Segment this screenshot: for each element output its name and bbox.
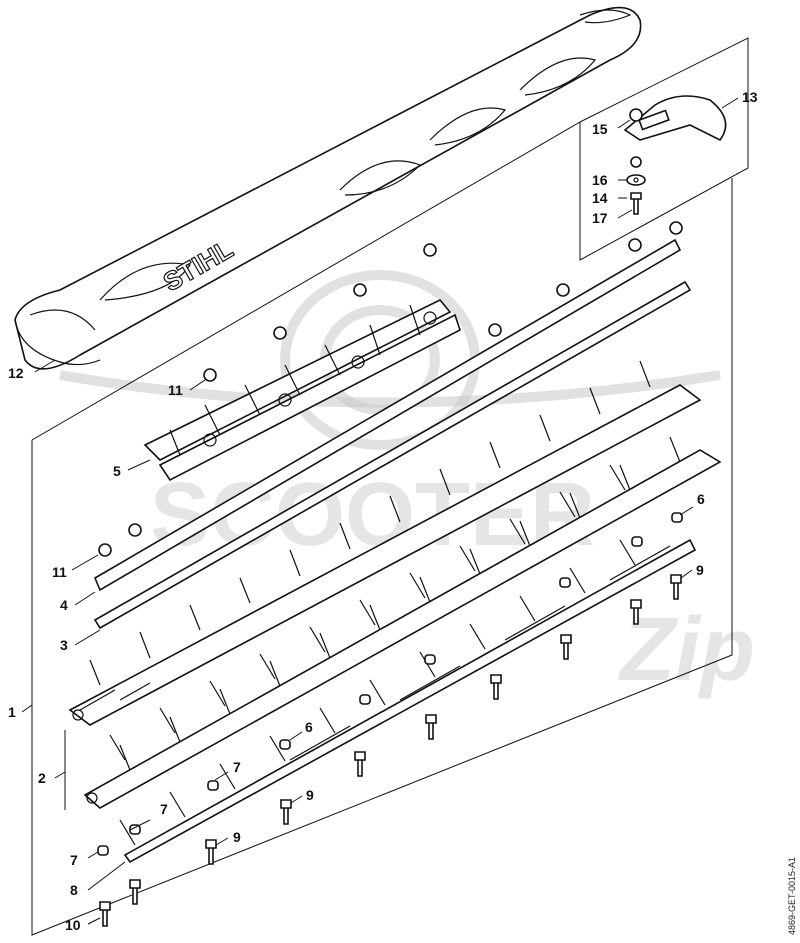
nuts bbox=[98, 221, 683, 557]
bottom-strip bbox=[123, 538, 697, 864]
callout-11-lower: 11 bbox=[52, 564, 67, 580]
spacers bbox=[97, 512, 683, 856]
callout-6-lower: 6 bbox=[305, 719, 313, 735]
callout-16: 16 bbox=[592, 172, 608, 188]
leader-lines bbox=[21, 97, 739, 925]
callout-9-b: 9 bbox=[306, 787, 314, 803]
callout-7-c: 7 bbox=[70, 852, 78, 868]
callout-labels: 1 2 3 4 5 6 6 7 7 7 8 9 9 9 10 11 11 12 … bbox=[8, 89, 758, 933]
callout-14: 14 bbox=[592, 190, 608, 206]
callout-7-a: 7 bbox=[233, 759, 241, 775]
assembly-frame bbox=[31, 121, 733, 936]
cutter-blade-upper bbox=[68, 360, 702, 761]
reference-code: 4869-GET-0015-A1 bbox=[787, 857, 797, 935]
cover-strip bbox=[93, 280, 692, 630]
blade-guard: STIHL bbox=[14, 6, 642, 370]
inset-frame bbox=[579, 37, 749, 261]
gear-strip bbox=[93, 238, 682, 592]
callout-12: 12 bbox=[8, 365, 24, 381]
callout-9-a: 9 bbox=[696, 562, 704, 578]
callout-7-b: 7 bbox=[160, 801, 168, 817]
screws bbox=[99, 574, 682, 927]
callout-11-upper: 11 bbox=[168, 382, 183, 398]
callout-2: 2 bbox=[38, 770, 46, 786]
deflector-bar bbox=[143, 299, 461, 482]
callout-10: 10 bbox=[65, 917, 81, 933]
callout-1: 1 bbox=[8, 704, 16, 720]
callout-9-c: 9 bbox=[233, 829, 241, 845]
callout-5: 5 bbox=[113, 463, 121, 479]
callout-15: 15 bbox=[592, 121, 608, 137]
callout-8: 8 bbox=[70, 882, 78, 898]
callout-17: 17 bbox=[592, 210, 608, 226]
callout-3: 3 bbox=[60, 637, 68, 653]
inset-parts bbox=[623, 95, 727, 215]
callout-13: 13 bbox=[742, 89, 758, 105]
callout-4: 4 bbox=[60, 597, 68, 613]
callout-6-upper: 6 bbox=[697, 491, 705, 507]
